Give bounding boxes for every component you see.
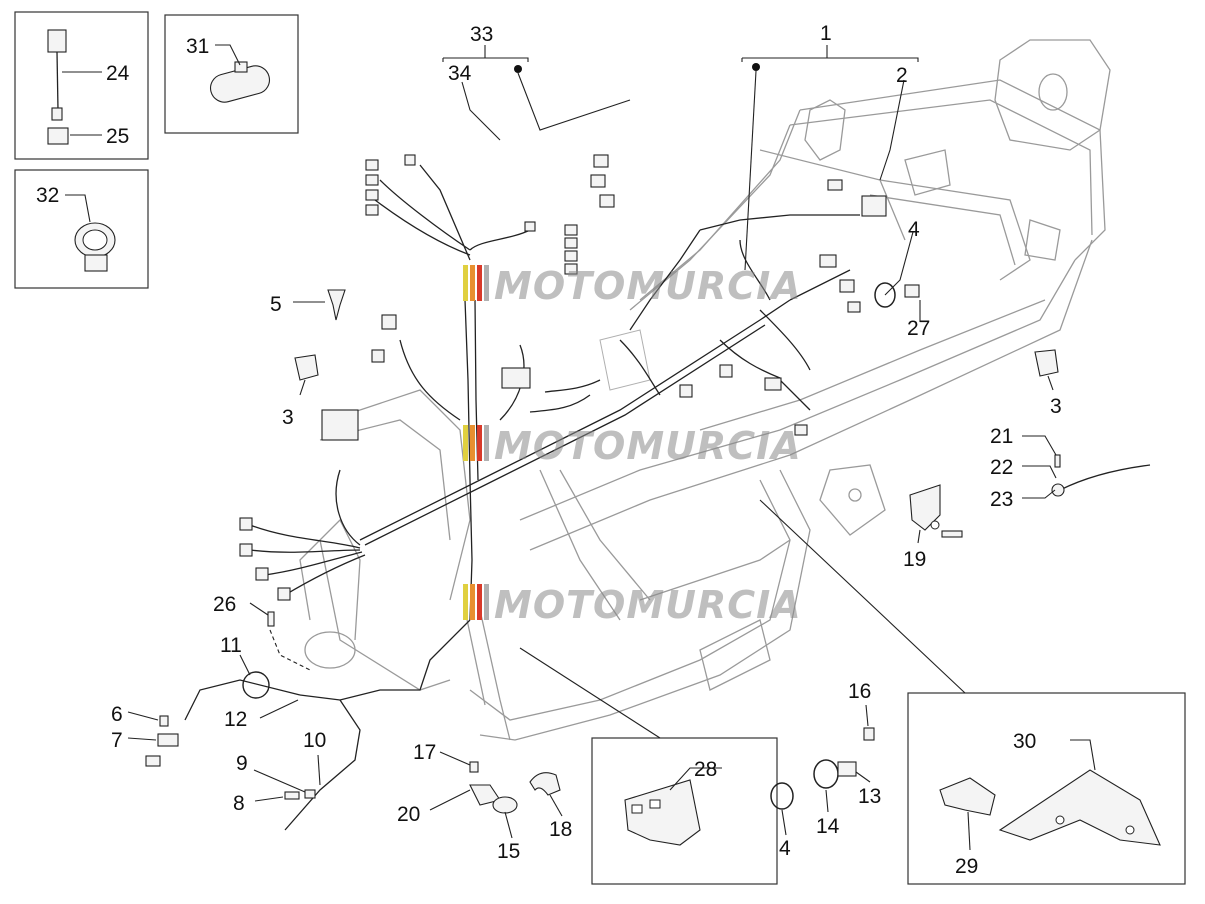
- label-18: 18: [549, 818, 572, 841]
- part-labels: 1 2 3 3 4 4 5 6 7 8 9 10 11 12 13 14 15 …: [36, 22, 1062, 878]
- part-17-20-15-clip: [469, 761, 518, 814]
- wiring-harness: [184, 154, 920, 831]
- watermark-bottom: MOTOMURCIA: [463, 583, 802, 627]
- label-24: 24: [106, 62, 130, 85]
- label-13: 13: [858, 785, 881, 808]
- label-33: 33: [470, 23, 493, 46]
- part-3-holder-right: [1034, 349, 1059, 377]
- part-31-connector: [209, 61, 271, 103]
- part-26-bolt: [267, 611, 311, 671]
- watermark-text: MOTOMURCIA: [494, 583, 802, 627]
- part-4-band-bottom: [770, 782, 794, 810]
- part-18-clamp: [529, 772, 561, 796]
- part-6-7-clamp: [145, 715, 179, 767]
- label-28: 28: [694, 758, 717, 781]
- label-22: 22: [990, 456, 1013, 479]
- label-34: 34: [448, 62, 472, 85]
- bracket-33: [442, 57, 529, 62]
- label-2: 2: [896, 64, 908, 87]
- label-29: 29: [955, 855, 978, 878]
- watermark-middle: MOTOMURCIA: [463, 424, 802, 468]
- part-13-clamp: [837, 761, 857, 777]
- part-3-holder-left: [294, 354, 319, 381]
- label-11: 11: [220, 634, 242, 657]
- label-23: 23: [990, 488, 1013, 511]
- label-19: 19: [903, 548, 926, 571]
- watermark-text: MOTOMURCIA: [494, 424, 802, 468]
- part-14-band: [813, 759, 839, 789]
- part-19-bracket: [909, 484, 963, 538]
- part-30-plate: [998, 769, 1161, 846]
- label-17: 17: [413, 741, 436, 764]
- label-15: 15: [497, 840, 520, 863]
- label-12: 12: [224, 708, 247, 731]
- label-6: 6: [111, 703, 123, 726]
- watermark-text: MOTOMURCIA: [494, 264, 802, 308]
- part-32-clamp: [74, 222, 116, 272]
- watermark-top: MOTOMURCIA: [463, 264, 802, 308]
- label-16: 16: [848, 680, 871, 703]
- label-20: 20: [397, 803, 420, 826]
- part-16-clip: [863, 727, 875, 741]
- part-8-9-fixing: [284, 789, 316, 800]
- label-9: 9: [236, 752, 248, 775]
- label-31: 31: [186, 35, 209, 58]
- watermark: MOTOMURCIA MOTOMURCIA MOTOMURCIA: [463, 264, 802, 627]
- label-5: 5: [270, 293, 282, 316]
- label-4-top: 4: [908, 218, 920, 241]
- label-26: 26: [213, 593, 236, 616]
- label-4-bottom: 4: [779, 837, 791, 860]
- label-7: 7: [111, 729, 123, 752]
- label-8: 8: [233, 792, 245, 815]
- label-1: 1: [820, 22, 832, 45]
- bracket-1: [741, 57, 919, 62]
- label-30: 30: [1013, 730, 1036, 753]
- part-25-cap: [47, 127, 69, 145]
- label-10: 10: [303, 729, 326, 752]
- label-27: 27: [907, 317, 930, 340]
- part-28-bracket: [624, 779, 701, 846]
- part-5-clip: [327, 289, 346, 321]
- label-14: 14: [816, 815, 840, 838]
- part-24-sensor: [47, 29, 67, 121]
- part-21-23-earth-lead: [1051, 454, 1151, 497]
- label-3-right: 3: [1050, 395, 1062, 418]
- part-29-bracket: [939, 777, 996, 816]
- label-25: 25: [106, 125, 129, 148]
- label-32: 32: [36, 184, 59, 207]
- label-21: 21: [990, 425, 1013, 448]
- part-11-12-ring: [242, 671, 270, 699]
- part-4-band-top: [874, 282, 896, 308]
- scooter-frame: [299, 39, 1111, 741]
- label-3-left: 3: [282, 406, 294, 429]
